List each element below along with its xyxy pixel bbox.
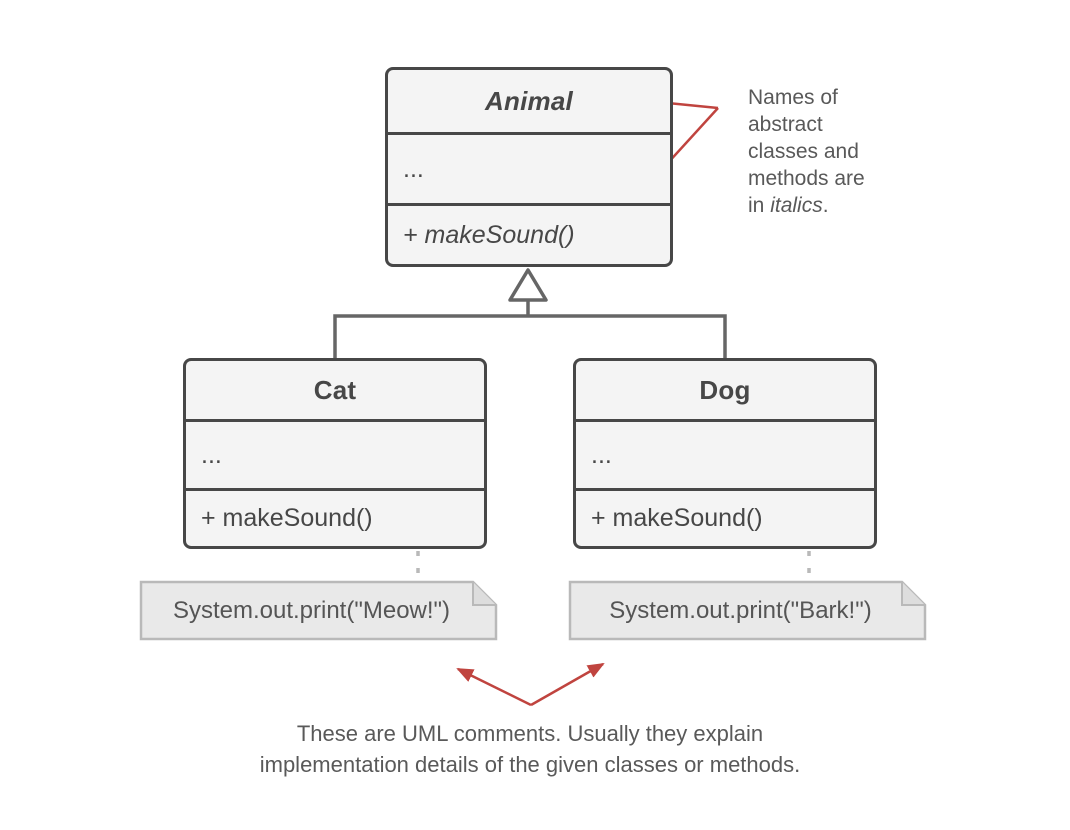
annotation-line: classes and bbox=[748, 140, 859, 163]
annotation-italic-word: italics bbox=[770, 194, 823, 217]
red-arrow-to-dog-note bbox=[530, 662, 605, 707]
class-name-animal: Animal bbox=[485, 85, 573, 116]
class-box-animal[interactable]: Animal ... + makeSound() bbox=[385, 67, 673, 267]
class-method-animal: + makeSound() bbox=[388, 203, 670, 264]
caption-line-1: These are UML comments. Usually they exp… bbox=[296, 721, 764, 746]
uml-comment-dog: System.out.print("Bark!") bbox=[609, 596, 872, 624]
class-box-dog[interactable]: Dog ... + makeSound() bbox=[573, 358, 877, 549]
class-box-cat[interactable]: Cat ... + makeSound() bbox=[183, 358, 487, 549]
annotation-abstract-italics: Names of abstract classes and methods ar… bbox=[748, 84, 938, 219]
annotation-text: in bbox=[748, 194, 771, 217]
class-fields-cat: ... bbox=[186, 419, 484, 488]
red-arrow-to-cat-note bbox=[456, 667, 532, 707]
class-fields-animal: ... bbox=[388, 132, 670, 203]
caption-line-2: implementation details of the given clas… bbox=[259, 752, 801, 777]
annotation-line: in italics. bbox=[748, 192, 938, 219]
inheritance-connector-line bbox=[333, 314, 727, 358]
inheritance-triangle-icon bbox=[508, 268, 548, 302]
annotation-line: methods are bbox=[748, 167, 865, 190]
annotation-text: . bbox=[822, 194, 829, 217]
class-name-cat: Cat bbox=[313, 374, 357, 405]
class-fields-dog: ... bbox=[576, 419, 874, 488]
annotation-line: abstract bbox=[748, 113, 823, 136]
uml-comment-cat: System.out.print("Meow!") bbox=[172, 596, 451, 624]
class-method-dog: + makeSound() bbox=[576, 488, 874, 546]
annotation-line: Names of bbox=[748, 86, 838, 109]
annotation-uml-comments: These are UML comments. Usually they exp… bbox=[135, 718, 925, 780]
class-method-cat: + makeSound() bbox=[186, 488, 484, 546]
class-name-dog: Dog bbox=[699, 374, 751, 405]
